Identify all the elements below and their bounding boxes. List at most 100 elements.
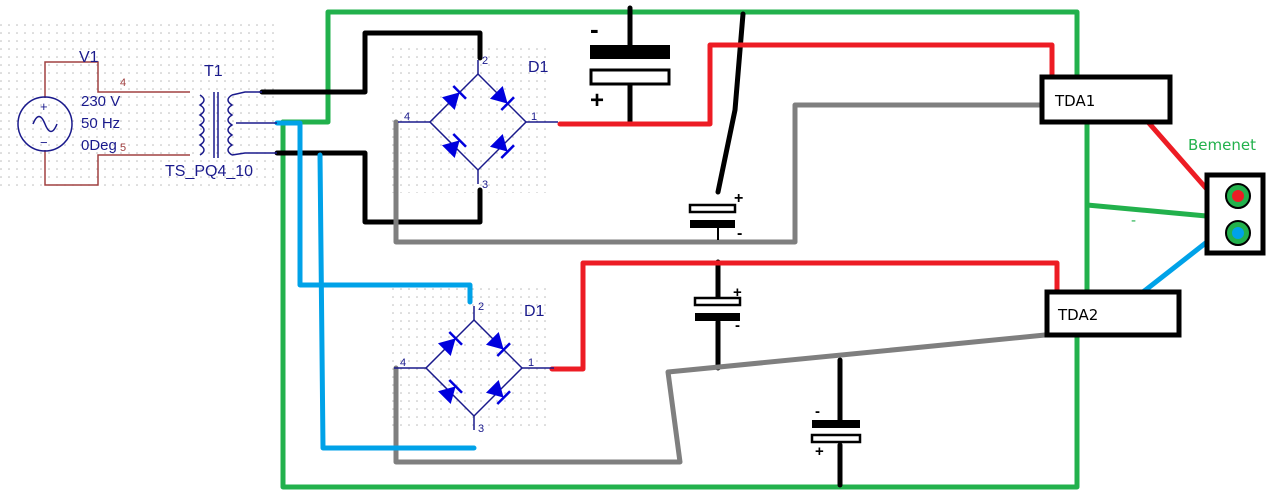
diode-bar-icon [448, 331, 463, 346]
capacitor-bottom-minus: - [815, 403, 820, 420]
diode-triangle-icon [489, 133, 508, 152]
source-lead-bottom [44, 150, 190, 186]
amplifier-tda1-label: TDA1 [1054, 92, 1095, 110]
diode-icon [441, 85, 467, 111]
diode-icon [441, 133, 467, 159]
capacitor-big-top [589, 45, 671, 86]
diode-bar-icon [500, 144, 515, 159]
blue-wire-left [274, 120, 473, 305]
transformer-pin-top: 4 [120, 77, 126, 89]
diode-bar-icon [496, 390, 511, 405]
sine-wave-icon [32, 115, 58, 133]
black-wire-bridge1-bottom [274, 150, 483, 225]
capacitor-mid-upper-plate-neg [690, 220, 735, 228]
diode-triangle-icon [485, 331, 504, 350]
diode-icon [485, 379, 511, 405]
diode-bar-icon [452, 133, 467, 148]
source-plus: + [40, 99, 48, 114]
capacitor-bottom [810, 420, 862, 444]
gray-wires [393, 102, 1048, 465]
diode-triangle-icon [485, 379, 504, 398]
transformer-pin-bottom: 5 [120, 142, 126, 154]
capacitor-mid-upper-plate-pos [688, 203, 737, 214]
diode-icon [485, 331, 511, 357]
capacitor-mid-upper-plus: + [734, 190, 743, 207]
diode-triangle-icon [489, 85, 508, 104]
bridge1-pin-bottom: 3 [482, 179, 488, 191]
black-wire-diagonal [715, 11, 746, 195]
secondary-lead-top [231, 91, 262, 96]
source-lead-top [44, 61, 190, 98]
blue-wires [274, 120, 1215, 451]
capacitor-mid-lower-plus: + [733, 284, 742, 301]
black-wires [259, 5, 843, 488]
capacitor-big-top-plus: + [590, 87, 604, 114]
diode-icon [489, 85, 515, 111]
capacitor-bottom-plus: + [815, 443, 824, 460]
bridge1-pin-left: 4 [404, 111, 410, 123]
capacitor-mid-upper [688, 203, 737, 240]
bridge-rectifier-2 [394, 306, 554, 430]
bridge-rectifier-1 [398, 60, 558, 184]
capacitor-big-top-minus: - [590, 14, 599, 44]
black-wire-bridge1-top [259, 30, 483, 95]
red-wire-bottom [549, 260, 1060, 372]
source-name: V1 [79, 49, 99, 66]
source-symbol-icon [17, 96, 73, 152]
green-wire-top-loop [280, 9, 1080, 125]
transformer [198, 91, 277, 158]
transformer-name: T1 [204, 63, 223, 80]
bridge2-name: D1 [524, 303, 545, 320]
diode-triangle-icon [441, 140, 460, 159]
secondary-coil-icon [227, 94, 234, 156]
capacitor-mid-lower-minus: - [735, 317, 740, 334]
input-connector [1204, 172, 1266, 256]
source-minus: − [40, 135, 48, 150]
capacitor-big-top-plate-neg [590, 45, 670, 59]
bridge1-name: D1 [528, 59, 549, 76]
amplifier-tda1-box [1039, 74, 1173, 125]
amplifier-tda2-label: TDA2 [1057, 306, 1098, 324]
capacitor-big-top-plate-pos [589, 68, 671, 86]
input-jack-bottom-core-icon [1232, 227, 1244, 239]
capacitor-mid-upper-minus: - [737, 225, 742, 242]
input-wire-mark: - [1131, 213, 1136, 229]
primary-coil-icon [198, 94, 205, 156]
bridge2-pin-top: 2 [478, 301, 484, 313]
transformer-model: TS_PQ4_10 [165, 163, 253, 180]
capacitor-mid-lower [693, 296, 742, 321]
capacitor-bottom-plate-neg [812, 420, 860, 428]
bridge2-pin-right: 1 [528, 357, 534, 369]
blue-wire-input [1140, 235, 1215, 295]
bridge2-pin-bottom: 3 [478, 423, 484, 435]
diode-bar-icon [496, 342, 511, 357]
diode-icon [489, 133, 515, 159]
red-wires [549, 42, 1215, 372]
bridge2-pin-left: 4 [400, 357, 406, 369]
bridge1-pin-top: 2 [482, 55, 488, 67]
gray-wire-upper [393, 102, 1043, 245]
bridge1-pin-right: 1 [531, 111, 537, 123]
diode-bar-icon [500, 96, 515, 111]
capacitor-mid-lower-plate-neg [695, 313, 740, 321]
ac-source [17, 61, 190, 186]
diode-icon [437, 379, 463, 405]
source-voltage: 230 V [81, 93, 120, 110]
input-jack-top-core-icon [1232, 190, 1244, 202]
diode-bar-icon [452, 85, 467, 100]
grid-area-bridge-1 [388, 48, 548, 193]
red-wire-top [557, 42, 1055, 127]
diode-icon [437, 331, 463, 357]
blue-wire-bottom [317, 152, 477, 451]
green-wire-outer-loop [280, 119, 1080, 490]
capacitor-mid-lower-plate-pos [693, 296, 742, 307]
diode-bar-icon [448, 379, 463, 394]
amplifier-tda2-box [1044, 289, 1182, 338]
diode-triangle-icon [437, 338, 456, 357]
gray-wire-lower [393, 332, 1048, 465]
capacitor-bottom-plate-pos [810, 433, 862, 444]
red-wire-input [1145, 119, 1215, 198]
grid-area-bridge-2 [388, 282, 548, 432]
diode-triangle-icon [437, 386, 456, 405]
input-label: Bemenet [1188, 136, 1256, 154]
